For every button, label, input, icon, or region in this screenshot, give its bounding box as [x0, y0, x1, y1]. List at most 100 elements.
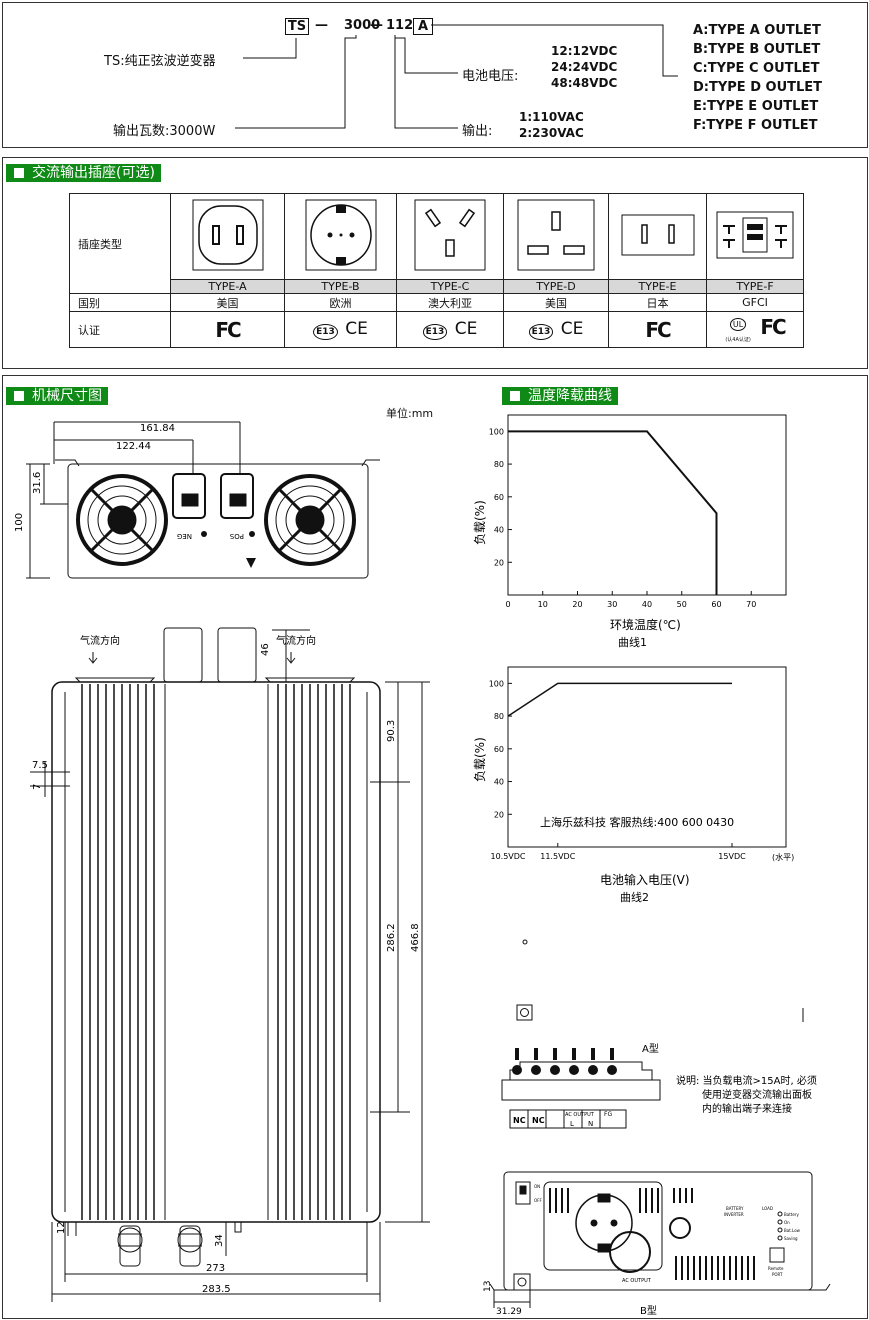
country-d: 美国 — [503, 293, 609, 312]
load-label-panel: LOAD — [762, 1206, 773, 1211]
terminal-cell-l: L — [570, 1120, 574, 1128]
dim-7: 7 — [32, 784, 43, 790]
cert-e: FC — [608, 311, 707, 348]
battery-label: 电池电压: — [462, 69, 519, 84]
curve2-chart: 电池输入电压(V) 负载(%) 曲线2 (水平) 上海乐兹科技 客服热线:400… — [473, 666, 794, 904]
panel-b-label: B型 — [640, 1304, 657, 1317]
chart1-xtick-label: 30 — [607, 600, 617, 609]
code-3000: 3000 — [344, 18, 381, 33]
chart2-ytick-label: 60 — [494, 745, 504, 754]
pos-terminal-icon — [249, 531, 255, 537]
outlet-e: E:TYPE E OUTLET — [693, 99, 819, 114]
output-label: 输出: — [462, 124, 493, 139]
terminal-cell-n: N — [588, 1120, 593, 1128]
socket-table: 插座类型 TYPE-A TYPE-B TYPE-C TYPE-D TYPE-E … — [69, 193, 804, 348]
chart2-frame — [507, 666, 787, 848]
terminal-a-label: A型 — [642, 1042, 659, 1055]
neg-terminal-icon — [201, 531, 207, 537]
inverter-label-panel: INVERTER — [724, 1212, 744, 1217]
chart1-ytick-label: 80 — [494, 460, 504, 469]
warning-icon — [246, 558, 256, 568]
mech-header: 机械尺寸图 — [6, 387, 108, 405]
terminal-note-1: 说明: 当负载电流>15A时, 必须 — [676, 1074, 817, 1087]
dim-31-29: 31.29 — [496, 1307, 522, 1317]
cert-f: UL(认4A认证) FC — [706, 311, 804, 348]
chart1-xtick-label: 60 — [711, 600, 721, 609]
cert-b: E13 CE — [284, 311, 397, 348]
airflow-arrow-left-icon — [88, 652, 98, 664]
dim-100: 100 — [14, 513, 25, 532]
chart1-ytick-label: 40 — [494, 526, 504, 535]
outlet-d: D:TYPE D OUTLET — [693, 80, 823, 95]
type-b-label: TYPE-B — [284, 279, 397, 294]
terminal-note-2: 使用逆变器交流输出面板 — [702, 1088, 812, 1101]
country-b: 欧洲 — [284, 293, 397, 312]
ce-logo-icon: CE — [454, 319, 478, 339]
ce-logo-icon: CE — [560, 319, 584, 339]
socket-a-icon — [192, 199, 263, 271]
chart2-ytick-label: 100 — [489, 679, 504, 688]
chart1-frame — [507, 414, 787, 596]
socket-img-c — [396, 193, 504, 280]
socket-f-icon — [716, 211, 794, 259]
terminal-cell-fg: FG — [604, 1111, 612, 1118]
chart1-ytick-label: 100 — [489, 427, 504, 436]
country-c: 澳大利亚 — [396, 293, 504, 312]
output-value-1: 1:110VAC — [519, 110, 584, 124]
dim-12: 12 — [56, 1221, 67, 1234]
chart1-title: 曲线1 — [618, 635, 647, 649]
mech-header-text: 机械尺寸图 — [32, 388, 102, 404]
chart1-xtick-label: 40 — [642, 600, 652, 609]
fc-logo-icon: FC — [215, 317, 241, 342]
switch-off-label: OFF — [534, 1198, 542, 1203]
ce-logo-icon: CE — [345, 319, 368, 339]
dim-13: 13 — [483, 1281, 493, 1292]
type-c-label: TYPE-C — [396, 279, 504, 294]
battery-value-12: 12:12VDC — [551, 44, 618, 58]
chart2-ytick-label: 20 — [494, 810, 504, 819]
ac-output-label: AC OUTPUT — [622, 1278, 652, 1284]
terminal-a-drawing: A型 NC NC AC OUTPUT L N FG 说明: 当负载电流>15A时… — [501, 939, 817, 1129]
row-label-country: 国别 — [69, 293, 171, 312]
header-square-icon — [14, 391, 24, 401]
airflow-arrow-right-icon — [286, 652, 296, 664]
ul-logo-icon: UL(认4A认证) — [725, 317, 751, 344]
sockets-header-text: 交流输出插座(可选) — [32, 165, 155, 181]
remote-label: Remote — [768, 1266, 784, 1271]
socket-d-icon — [517, 199, 595, 271]
socket-c-icon — [414, 199, 486, 271]
dim-283-5: 283.5 — [202, 1284, 231, 1295]
chart2-x-note: (水平) — [772, 852, 794, 862]
dim-31-6: 31.6 — [32, 472, 43, 494]
terminal-note-3: 内的输出端子来连接 — [702, 1102, 792, 1115]
fc-logo-icon: FC — [645, 317, 671, 342]
terminal-cell-nc2: NC — [532, 1116, 545, 1125]
battery-value-24: 24:24VDC — [551, 60, 618, 74]
ul-text: UL — [729, 318, 747, 332]
port-label: PORT — [772, 1272, 783, 1277]
led-batlow-label: Bat.Low — [784, 1228, 801, 1233]
chart1-xtick-label: 20 — [572, 600, 582, 609]
chart1-ytick-label: 60 — [494, 493, 504, 502]
outlet-b: B:TYPE B OUTLET — [693, 42, 821, 57]
dim-161-84: 161.84 — [140, 423, 175, 434]
chart1-ylabel: 负载(%) — [473, 500, 487, 545]
code-112: 112 — [386, 18, 414, 33]
country-a: 美国 — [170, 293, 285, 312]
top-view-drawing: 气流方向 气流方向 46 7.5 7 90.3 286.2 466.8 12 3… — [30, 627, 430, 1302]
curve-header-text: 温度降载曲线 — [528, 388, 612, 404]
socket-img-b — [284, 193, 397, 280]
chart2-series-line — [507, 682, 732, 717]
watermark-text: 上海乐兹科技 客服热线:400 600 0430 — [540, 815, 734, 829]
outlet-f: F:TYPE F OUTLET — [693, 118, 818, 133]
sockets-header: 交流输出插座(可选) — [6, 164, 161, 182]
dim-34: 34 — [214, 1234, 225, 1247]
terminal-cell-ac: AC OUTPUT — [565, 1112, 595, 1118]
front-view-drawing: 161.84 122.44 31.6 100 NEG POS — [14, 421, 380, 579]
dim-466-8: 466.8 — [410, 923, 421, 952]
code-a: A — [413, 18, 433, 35]
e13-logo-icon: E13 — [528, 324, 554, 340]
terminal-cell-nc1: NC — [513, 1116, 526, 1125]
socket-e-icon — [621, 214, 694, 256]
